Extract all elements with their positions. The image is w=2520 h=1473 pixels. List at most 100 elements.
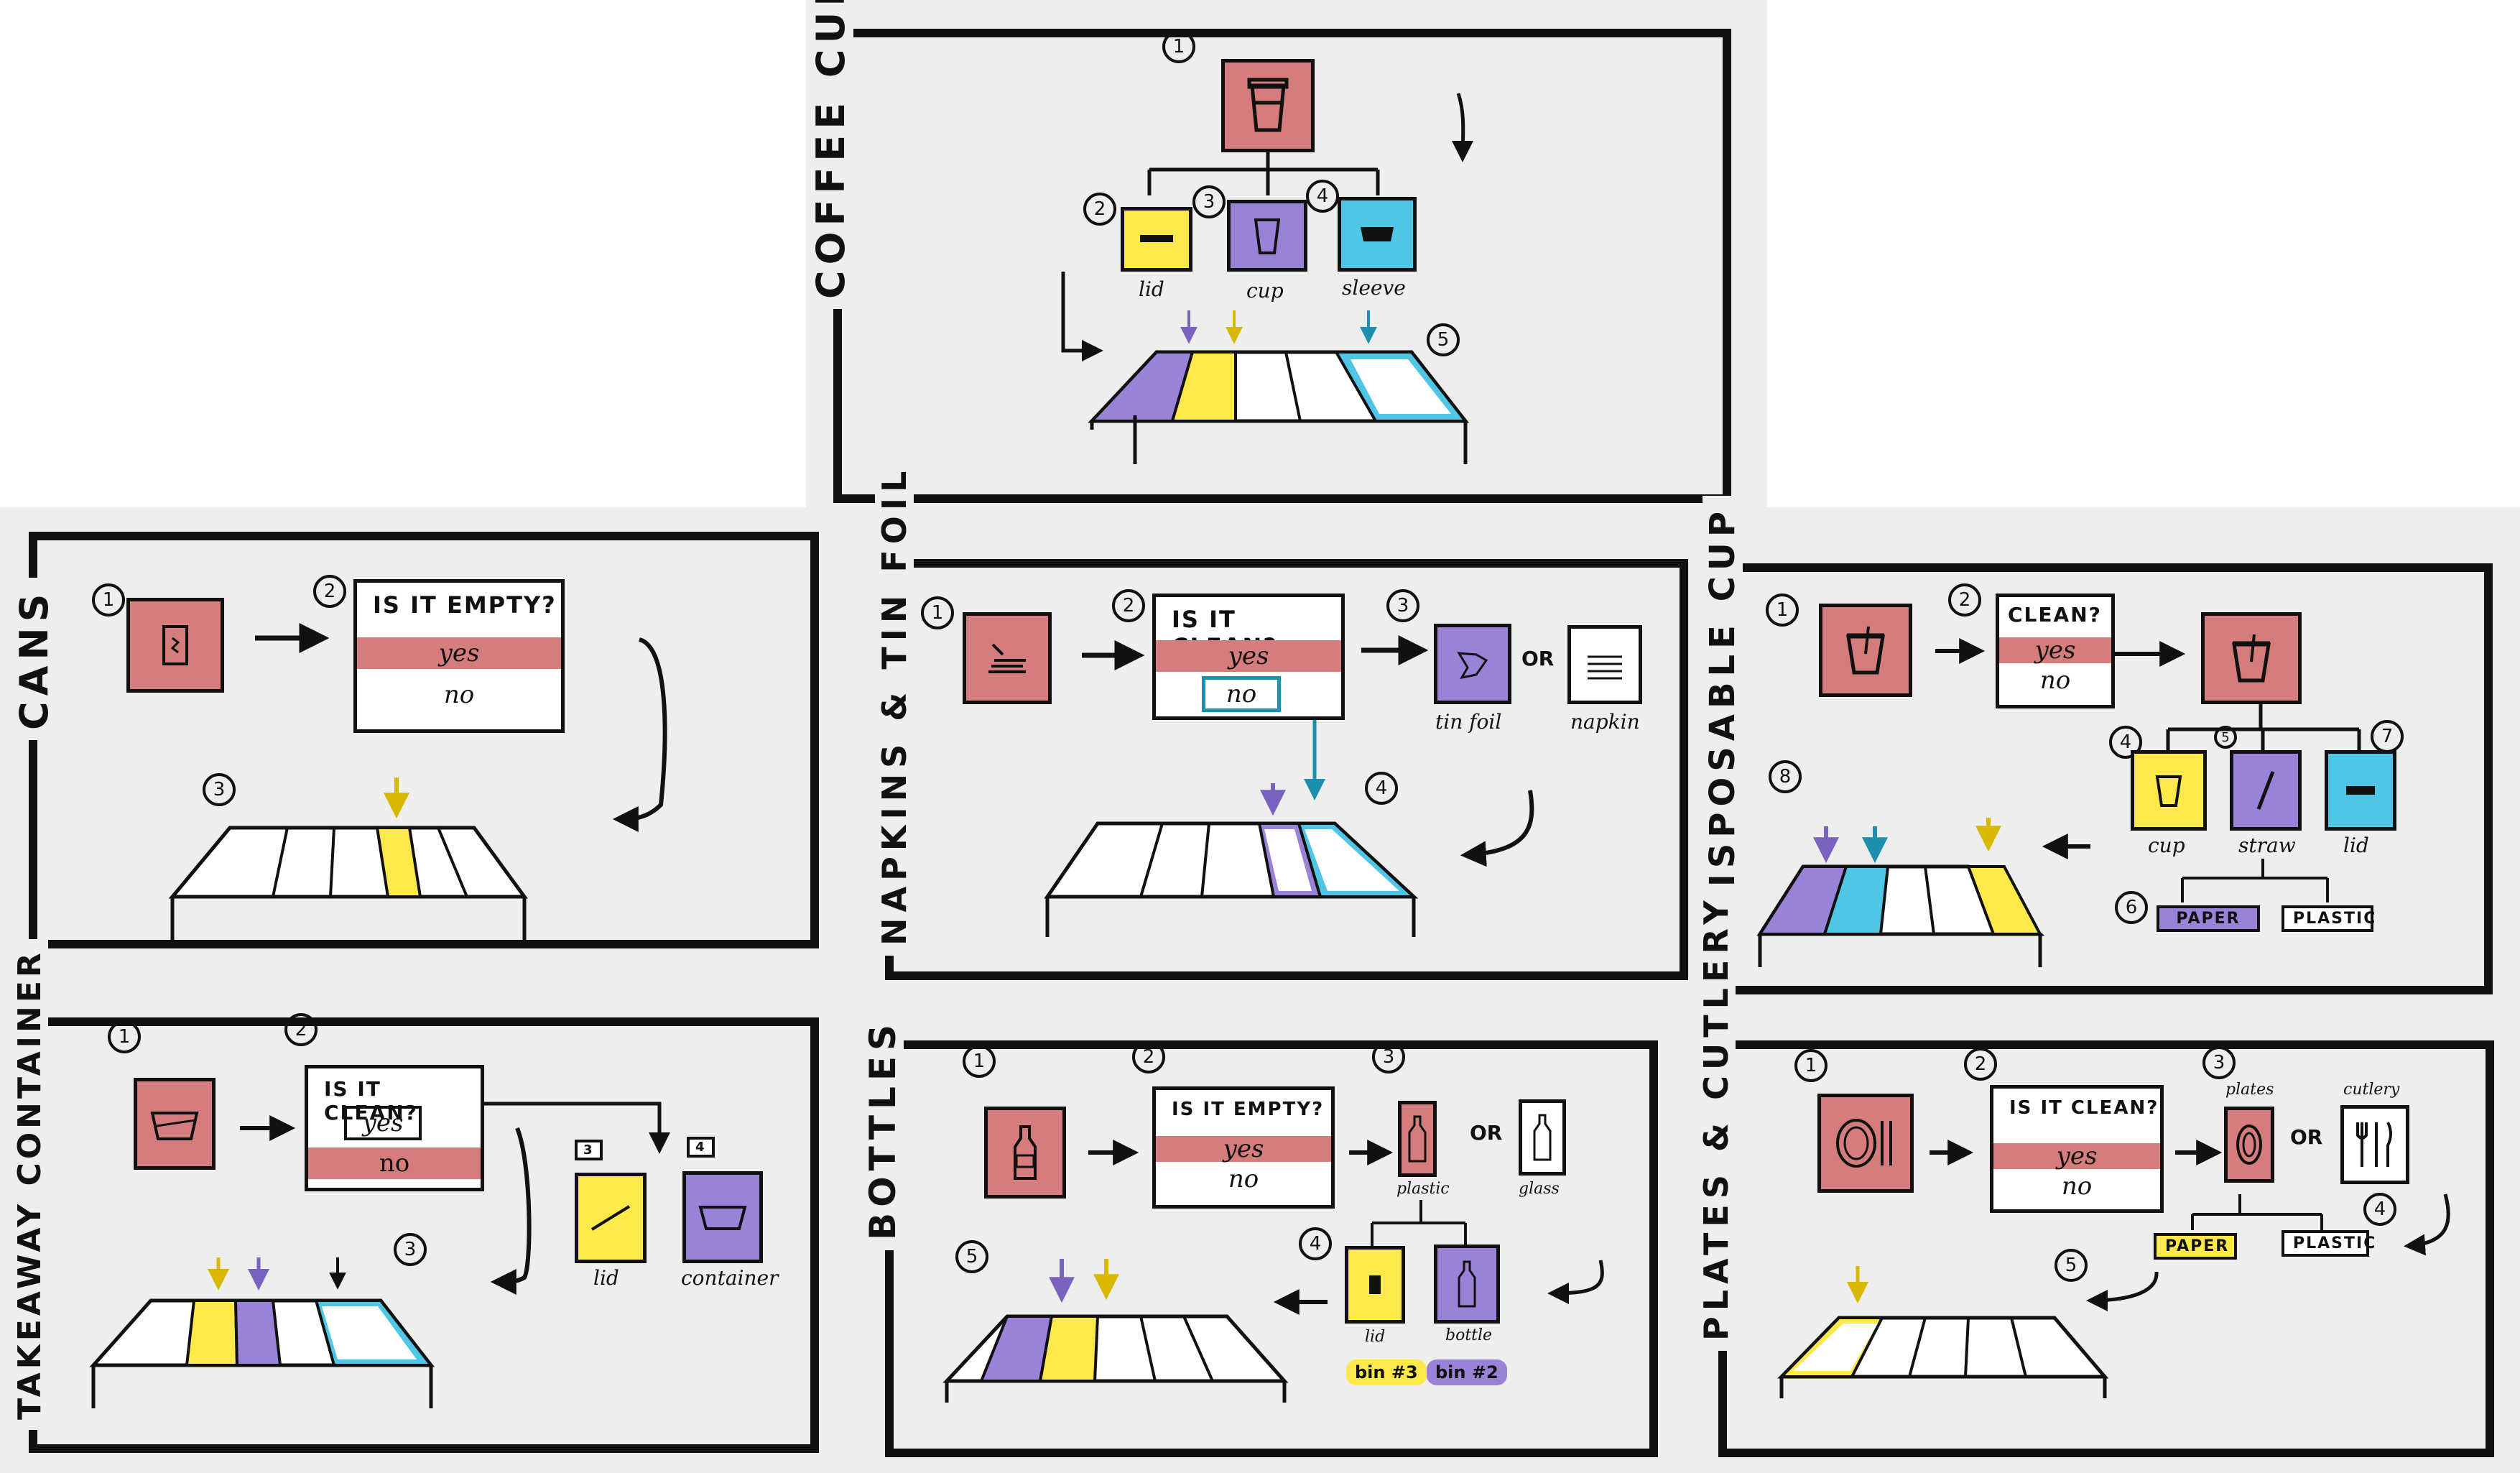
label-bottle: bottle <box>1445 1326 1493 1344</box>
or-text: OR <box>2290 1125 2323 1149</box>
label-napkin: napkin <box>1570 710 1640 734</box>
tin-foil-icon <box>1434 624 1511 704</box>
label-straw: straw <box>2238 834 2296 857</box>
label-lid: lid <box>1365 1328 1386 1346</box>
lid-icon <box>1345 1246 1405 1324</box>
glass-bottle-icon <box>1519 1099 1566 1176</box>
answer-no: no <box>2061 1172 2093 1201</box>
answer-yes: yes <box>1156 1136 1331 1162</box>
bin-table <box>942 1314 1289 1403</box>
bin-2-label: bin #2 <box>1427 1359 1507 1385</box>
bin-table <box>1044 821 1419 937</box>
disposable-cup-icon-2 <box>2201 612 2302 704</box>
step-8: 8 <box>1769 760 1802 793</box>
step-5: 5 <box>2214 726 2237 749</box>
question-box: CLEAN? yes no <box>1996 594 2115 708</box>
question-text: IS IT EMPTY? <box>373 591 557 619</box>
step-1: 1 <box>92 583 125 617</box>
step-3: 3 <box>1372 1040 1405 1073</box>
plate-icon <box>2224 1107 2274 1183</box>
answer-no: no <box>2039 666 2071 695</box>
step-2: 2 <box>1112 589 1145 622</box>
answer-yes: yes <box>344 1106 422 1140</box>
cutlery-icon <box>2340 1105 2409 1184</box>
answer-yes: yes <box>1999 637 2111 663</box>
label-sleeve: sleeve <box>1342 276 1406 300</box>
plastic-bottle-icon <box>1398 1101 1437 1177</box>
step-3: 3 <box>1192 185 1226 218</box>
step-2: 2 <box>284 1013 318 1046</box>
step-3: 3 <box>394 1233 427 1266</box>
question-text: CLEAN? <box>2008 603 2102 627</box>
cup-icon <box>2131 750 2207 831</box>
answer-yes: yes <box>1993 1143 2160 1169</box>
straw-icon <box>2230 750 2302 831</box>
label-cutlery: cutlery <box>2343 1081 2400 1099</box>
step-1: 1 <box>1794 1049 1828 1082</box>
step-1: 1 <box>963 1045 996 1078</box>
coffee-cup-icon <box>1221 59 1315 152</box>
question-text: IS IT CLEAN? <box>2009 1097 2159 1119</box>
label-container: container <box>681 1266 779 1290</box>
bin-3-label: bin #3 <box>1346 1359 1427 1385</box>
bin-table <box>1088 350 1470 464</box>
can-icon <box>126 598 224 693</box>
answer-no: no <box>1228 1165 1259 1193</box>
label-lid: lid <box>2343 834 2369 857</box>
napkin-icon-plain <box>1567 625 1642 704</box>
lid-icon <box>1121 207 1192 272</box>
step-2: 2 <box>313 575 346 608</box>
bin-table <box>1756 864 2045 967</box>
or-text: OR <box>1470 1121 1503 1145</box>
step-2: 2 <box>1948 583 1981 617</box>
answer-no: no <box>1202 676 1281 712</box>
question-box: IS IT CLEAN? yes no <box>1990 1085 2164 1213</box>
label-lid: lid <box>593 1266 619 1290</box>
step-4: 4 <box>1299 1227 1332 1260</box>
box-number-3: 3 <box>575 1140 603 1160</box>
question-box: IS IT EMPTY? yes no <box>353 579 565 733</box>
step-4: 4 <box>1306 180 1339 213</box>
container-icon <box>134 1078 216 1170</box>
step-2: 2 <box>1964 1048 1997 1081</box>
or-text: OR <box>1521 647 1555 670</box>
tag-plastic: PLASTIC <box>2282 905 2375 932</box>
question-box: IS IT CLEAN? yes no <box>1152 594 1345 720</box>
step-4: 4 <box>2363 1193 2396 1226</box>
label-lid: lid <box>1139 277 1164 301</box>
bin-table <box>1777 1316 2109 1398</box>
step-5: 5 <box>1427 323 1460 356</box>
question-text: IS IT EMPTY? <box>1172 1099 1325 1120</box>
container-icon-2 <box>682 1171 763 1263</box>
tag-paper: PAPER <box>2157 905 2260 932</box>
napkin-icon <box>963 612 1052 704</box>
plates-cutlery-icon <box>1817 1094 1914 1193</box>
bottle-icon-2 <box>1434 1245 1500 1324</box>
question-box: IS IT CLEAN? yes no <box>305 1065 484 1191</box>
label-cup: cup <box>2148 834 2185 857</box>
panel-frame <box>1718 1040 2494 1457</box>
panel-frame <box>1717 563 2493 994</box>
step-5: 5 <box>955 1240 988 1273</box>
answer-yes: yes <box>1156 640 1341 672</box>
tag-plastic: PLASTIC <box>2282 1230 2375 1257</box>
step-3: 3 <box>1386 589 1419 622</box>
step-4: 4 <box>1365 772 1398 805</box>
answer-no: no <box>443 680 475 709</box>
answer-yes: yes <box>357 637 561 669</box>
step-2: 2 <box>1083 193 1116 226</box>
step-6: 6 <box>2115 891 2148 924</box>
bin-table <box>168 826 528 940</box>
bin-table <box>89 1298 435 1408</box>
sleeve-icon <box>1338 197 1417 272</box>
step-1: 1 <box>108 1020 141 1053</box>
tag-paper: PAPER <box>2154 1233 2237 1260</box>
label-plastic: plastic <box>1396 1180 1450 1198</box>
question-box: IS IT EMPTY? yes no <box>1152 1086 1335 1209</box>
bottle-icon <box>984 1107 1066 1199</box>
